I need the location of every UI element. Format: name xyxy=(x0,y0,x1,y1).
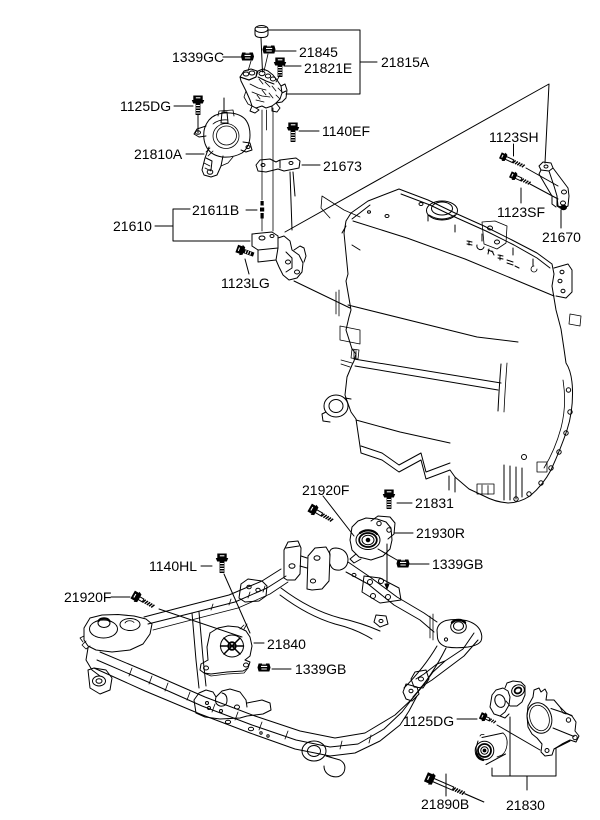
svg-text:21673: 21673 xyxy=(323,158,362,174)
svg-text:21810A: 21810A xyxy=(134,146,183,162)
svg-text:1123LG: 1123LG xyxy=(221,275,270,291)
svg-text:21930R: 21930R xyxy=(416,525,465,541)
svg-text:1123SH: 1123SH xyxy=(489,129,539,145)
svg-text:21920F: 21920F xyxy=(64,589,111,605)
svg-text:21831: 21831 xyxy=(415,495,454,511)
svg-text:21821E: 21821E xyxy=(304,60,352,76)
svg-text:21670: 21670 xyxy=(542,229,581,245)
svg-text:1123SF: 1123SF xyxy=(497,204,545,220)
svg-text:21610: 21610 xyxy=(113,218,152,234)
svg-text:1125DG: 1125DG xyxy=(403,713,454,729)
svg-text:1125DG: 1125DG xyxy=(120,98,171,114)
svg-text:21830: 21830 xyxy=(506,797,545,813)
svg-text:1140EF: 1140EF xyxy=(322,123,370,139)
svg-text:1339GB: 1339GB xyxy=(432,556,483,572)
svg-text:21845: 21845 xyxy=(299,44,338,60)
svg-text:21815A: 21815A xyxy=(381,54,430,70)
svg-text:21611B: 21611B xyxy=(192,202,239,218)
svg-text:1140HL: 1140HL xyxy=(149,558,197,574)
svg-text:1339GC: 1339GC xyxy=(172,49,224,65)
svg-text:21920F: 21920F xyxy=(302,482,349,498)
svg-text:1339GB: 1339GB xyxy=(295,661,346,677)
svg-text:21890B: 21890B xyxy=(421,796,469,812)
svg-text:21840: 21840 xyxy=(267,636,306,652)
